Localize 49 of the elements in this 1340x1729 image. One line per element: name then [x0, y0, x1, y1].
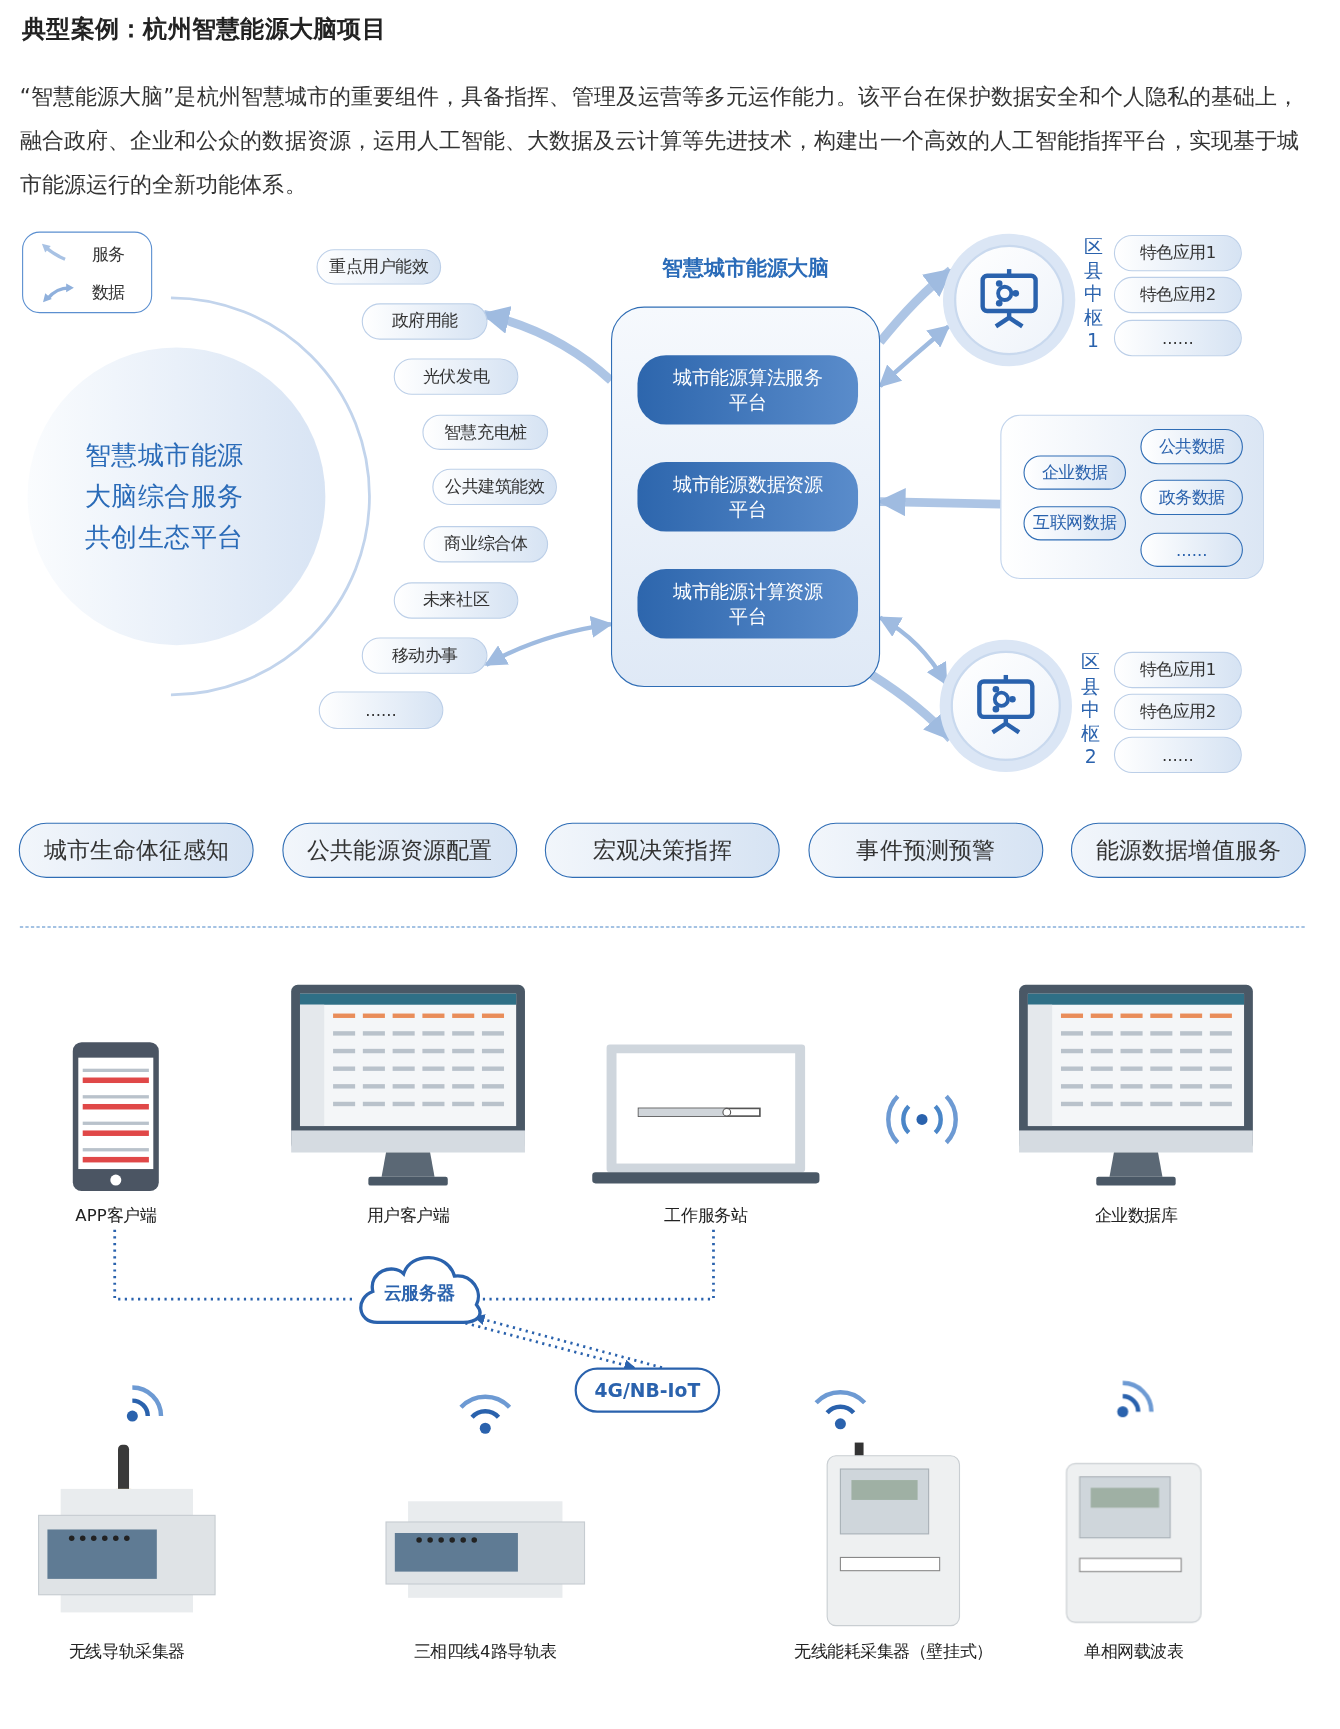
- topic-tag: ......: [318, 691, 444, 729]
- platform-pill: 城市能源计算资源平台: [637, 569, 859, 639]
- vertical-label: 区县中枢1: [1082, 234, 1104, 354]
- data-tag: 互联网数据: [1023, 506, 1127, 541]
- function-tag: 宏观决策指挥: [544, 822, 780, 878]
- device-caption: 单相网载波表: [1083, 1641, 1185, 1663]
- topic-tag: 重点用户能效: [316, 249, 442, 285]
- topic-tag: 特色应用2: [1113, 693, 1242, 731]
- platform-pill: 城市能源算法服务平台: [637, 355, 859, 425]
- legend-label: 数据: [91, 281, 125, 305]
- data-tag: 企业数据: [1023, 455, 1127, 490]
- arrow: [878, 324, 951, 388]
- device-caption: 三相四线4路导轨表: [412, 1641, 558, 1663]
- network-badge: 4G/NB-IoT: [574, 1367, 721, 1413]
- data-panel: [1000, 414, 1264, 579]
- topic-tag: ......: [1113, 319, 1242, 357]
- topic-tag: 政府用能: [361, 303, 488, 340]
- circle-title: 智慧城市能源大脑综合服务共创生态平台: [84, 438, 245, 554]
- device-caption: 工作服务站: [663, 1205, 749, 1227]
- device-caption: 用户客户端: [365, 1205, 451, 1227]
- function-tag: 城市生命体征感知: [18, 822, 254, 878]
- data-tag: 政务数据: [1140, 479, 1243, 516]
- function-tag: 事件预测预警: [808, 822, 1044, 878]
- topic-tag: 移动办事: [361, 637, 488, 674]
- function-tag: 能源数据增值服务: [1070, 822, 1306, 878]
- device-caption: APP客户端: [74, 1205, 158, 1227]
- topic-tag: 特色应用1: [1113, 651, 1242, 689]
- device-caption: 无线能耗采集器（壁挂式）: [793, 1641, 994, 1663]
- topic-tag: 智慧充电桩: [422, 414, 549, 450]
- page-title: 典型案例：杭州智慧能源大脑项目: [22, 14, 386, 45]
- topic-tag: 商业综合体: [423, 526, 549, 563]
- device-caption: 企业数据库: [1093, 1205, 1179, 1227]
- legend-label: 服务: [91, 243, 125, 267]
- data-tag: 公共数据: [1140, 429, 1243, 465]
- dotted-connector: [481, 1229, 715, 1301]
- platform-pill: 城市能源数据资源平台: [637, 462, 859, 532]
- function-tag: 公共能源资源配置: [282, 822, 518, 878]
- topic-tag: 特色应用2: [1113, 276, 1242, 314]
- cloud-label: 云服务器: [382, 1282, 456, 1306]
- topic-tag: ......: [1113, 736, 1242, 774]
- topic-tag: 光伏发电: [393, 358, 519, 395]
- panel-title: 智慧城市能源大脑: [660, 253, 831, 282]
- data-tag: ......: [1140, 532, 1243, 567]
- topic-tag: 特色应用1: [1113, 234, 1242, 272]
- intro-paragraph: “智慧能源大脑”是杭州智慧城市的重要组件，具备指挥、管理及运营等多元运作能力。该平台在保护数据安全和个人隐私的基础上，融合政府、企业和公众的数据资源，运用人工智能、大数据及云计算等先进技术，构建出一个高效的人工智能指挥平台，实现基于城市能源运行的全新功能体系。: [19, 82, 1301, 200]
- vertical-label: 区县中枢2: [1080, 650, 1102, 770]
- device-caption: 无线导轨采集器: [67, 1641, 186, 1663]
- topic-tag: 公共建筑能效: [432, 468, 557, 506]
- topic-tag: 未来社区: [393, 582, 519, 619]
